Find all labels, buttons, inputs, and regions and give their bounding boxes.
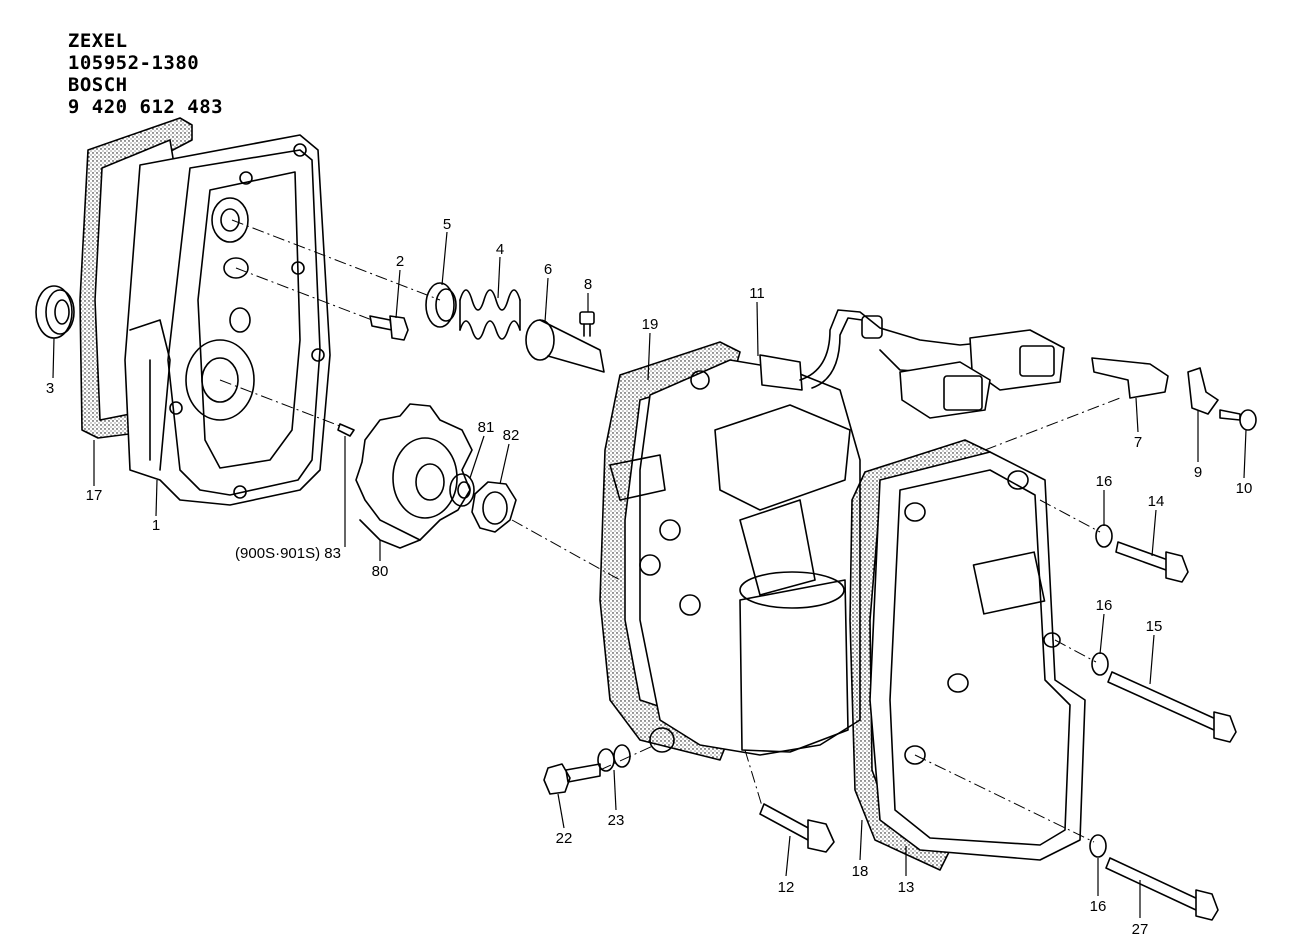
oem-part-number: 9 420 612 483 <box>67 96 224 118</box>
bolt-12 <box>759 803 835 853</box>
callout-12: 12 <box>778 879 795 896</box>
brand-label: ZEXEL <box>67 30 128 52</box>
callout-10: 10 <box>1236 480 1253 497</box>
bolt-27 <box>1105 857 1219 921</box>
key-83 <box>337 423 355 437</box>
plate-9 <box>1187 367 1219 415</box>
callout-6: 6 <box>544 261 552 278</box>
part-number: 105952-1380 <box>67 52 200 74</box>
oil-seal-3 <box>35 285 75 339</box>
governor-body <box>609 354 861 756</box>
callout-83: (900S·901S) 83 <box>235 545 341 562</box>
callout-7: 7 <box>1134 434 1142 451</box>
bolt-2 <box>369 315 409 341</box>
callout-81: 81 <box>478 419 495 436</box>
callout-14: 14 <box>1148 493 1165 510</box>
callout-11: 11 <box>749 285 765 302</box>
callout-8: 8 <box>584 276 592 293</box>
washer-16-a <box>1095 524 1113 548</box>
callout-16-c: 16 <box>1090 898 1107 915</box>
callout-82: 82 <box>503 427 520 444</box>
washer-16-b <box>1091 652 1109 676</box>
alignment-lines <box>219 219 1121 843</box>
washer-16-c <box>1089 834 1107 858</box>
callout-80: 80 <box>372 563 389 580</box>
housing-1 <box>124 134 331 506</box>
lever-6 <box>525 319 605 373</box>
callout-19: 19 <box>642 316 659 333</box>
callout-17: 17 <box>86 487 103 504</box>
bolt-15 <box>1107 671 1237 743</box>
callout-15: 15 <box>1146 618 1163 635</box>
cover-13 <box>869 451 1086 861</box>
bolt-22 <box>543 763 601 795</box>
callout-labels: 2 5 4 6 8 3 17 1 19 11 7 9 10 (900S·901S… <box>46 216 1253 938</box>
diagram-header: ZEXEL 105952-1380 BOSCH 9 420 612 483 <box>44 8 251 118</box>
coupling-80 <box>355 403 473 549</box>
callout-3: 3 <box>46 380 54 397</box>
callout-22: 22 <box>556 830 573 847</box>
screw-8 <box>579 311 595 337</box>
leader-lines <box>52 231 1247 918</box>
callout-27: 27 <box>1132 921 1149 938</box>
bracket-7 <box>1091 357 1169 399</box>
spring-seat-5 <box>425 282 457 328</box>
screw-10 <box>1219 409 1257 431</box>
callout-5: 5 <box>443 216 451 233</box>
callout-1: 1 <box>152 517 160 534</box>
nut-82 <box>471 481 517 533</box>
callout-23: 23 <box>608 812 625 829</box>
washer-81 <box>449 473 475 507</box>
callout-13: 13 <box>898 879 915 896</box>
callout-9: 9 <box>1194 464 1202 481</box>
callout-16-a: 16 <box>1096 473 1113 490</box>
oem-brand-label: BOSCH <box>67 74 128 96</box>
bolt-14 <box>1115 541 1189 583</box>
connector-pair <box>899 329 1065 419</box>
callout-18: 18 <box>852 863 869 880</box>
callout-4: 4 <box>496 241 504 258</box>
callout-2: 2 <box>396 253 404 270</box>
callout-16-b: 16 <box>1096 597 1113 614</box>
spring-4 <box>459 289 521 340</box>
